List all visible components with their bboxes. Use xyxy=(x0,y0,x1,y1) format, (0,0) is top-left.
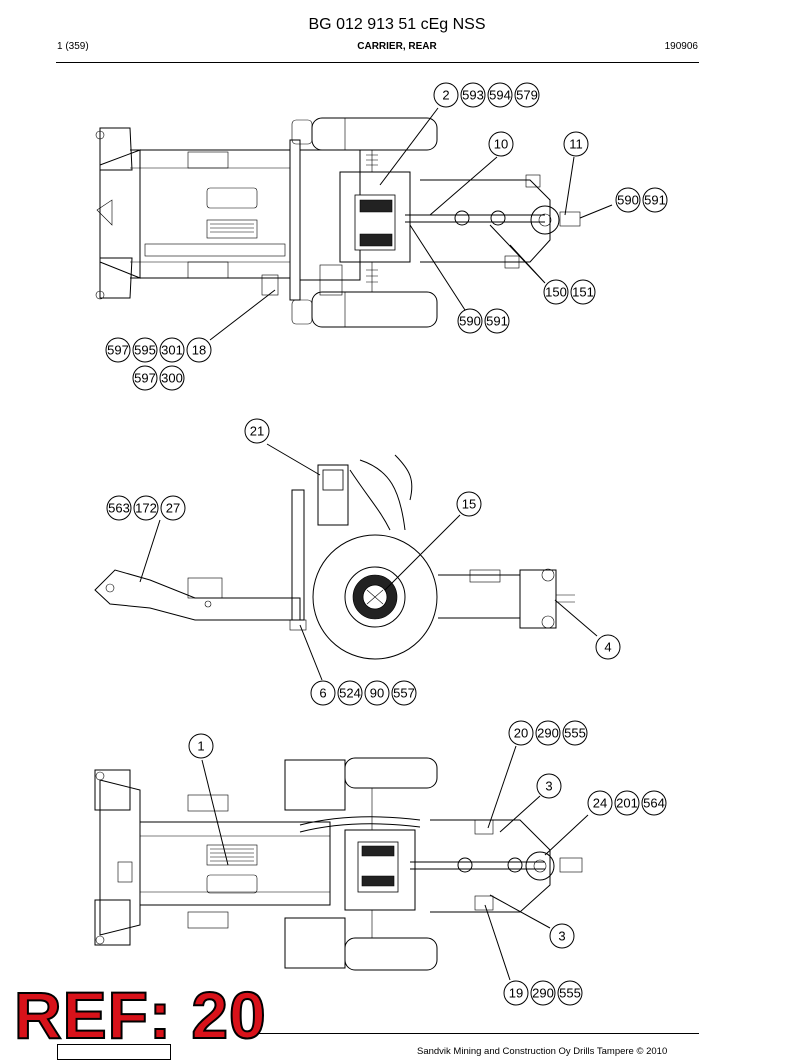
callout-bubble[interactable]: 21 xyxy=(244,418,270,444)
svg-text:593: 593 xyxy=(462,88,484,103)
svg-text:151: 151 xyxy=(572,285,594,300)
callout-bubble[interactable]: 591 xyxy=(484,308,510,334)
callout-bubble[interactable]: 300 xyxy=(159,365,185,391)
svg-text:591: 591 xyxy=(644,193,666,208)
svg-text:201: 201 xyxy=(616,796,638,811)
callout-bubble[interactable]: 2 xyxy=(433,82,459,108)
svg-text:19: 19 xyxy=(509,986,523,1001)
svg-text:6: 6 xyxy=(319,686,326,701)
callout-bubble[interactable]: 597 xyxy=(132,365,158,391)
svg-text:563: 563 xyxy=(108,501,130,516)
callout-bubble[interactable]: 555 xyxy=(557,980,583,1006)
callout-bubble[interactable]: 555 xyxy=(562,720,588,746)
ref-watermark: REF: 20 xyxy=(13,978,267,1052)
callouts-top-view: 2 593 594 579 10 11 590 591 150 151 590 … xyxy=(105,82,668,391)
svg-text:290: 290 xyxy=(537,726,559,741)
callout-bubble[interactable]: 19 xyxy=(503,980,529,1006)
svg-text:555: 555 xyxy=(564,726,586,741)
callout-bubble[interactable]: 597 xyxy=(105,337,131,363)
svg-text:90: 90 xyxy=(370,686,384,701)
svg-text:591: 591 xyxy=(486,314,508,329)
svg-text:579: 579 xyxy=(516,88,538,103)
document-title: BG 012 913 51 cEg NSS xyxy=(308,16,486,33)
svg-text:301: 301 xyxy=(161,343,183,358)
callout-bubble[interactable]: 594 xyxy=(487,82,513,108)
callout-bubble[interactable]: 3 xyxy=(536,773,562,799)
svg-text:150: 150 xyxy=(545,285,567,300)
document-code: 190906 xyxy=(664,41,698,52)
callout-bubble[interactable]: 591 xyxy=(642,187,668,213)
callout-bubble[interactable]: 593 xyxy=(460,82,486,108)
callout-bubble[interactable]: 15 xyxy=(456,491,482,517)
section-title: CARRIER, REAR xyxy=(357,41,437,52)
footer-copyright: Sandvik Mining and Construction Oy Drill… xyxy=(417,1046,668,1057)
svg-text:18: 18 xyxy=(192,343,206,358)
callout-bubble[interactable]: 11 xyxy=(563,131,589,157)
callouts-side-view: 21 563 172 27 15 4 6 524 90 557 xyxy=(106,418,621,706)
callout-bubble[interactable]: 590 xyxy=(615,187,641,213)
callout-bubble[interactable]: 201 xyxy=(614,790,640,816)
callout-bubble[interactable]: 290 xyxy=(530,980,556,1006)
callout-bubble[interactable]: 18 xyxy=(186,337,212,363)
callout-bubble[interactable]: 4 xyxy=(595,634,621,660)
callouts-bottom-view: 1 20 290 555 3 24 201 564 3 19 290 555 xyxy=(188,720,667,1006)
svg-text:21: 21 xyxy=(250,424,264,439)
callout-bubble[interactable]: 590 xyxy=(457,308,483,334)
callout-bubble[interactable]: 6 xyxy=(310,680,336,706)
svg-text:597: 597 xyxy=(134,371,156,386)
svg-text:27: 27 xyxy=(166,501,180,516)
callout-bubble[interactable]: 563 xyxy=(106,495,132,521)
top-view-drawing xyxy=(95,117,581,328)
callout-bubble[interactable]: 151 xyxy=(570,279,596,305)
svg-text:590: 590 xyxy=(459,314,481,329)
callout-bubble[interactable]: 301 xyxy=(159,337,185,363)
svg-text:595: 595 xyxy=(134,343,156,358)
svg-text:172: 172 xyxy=(135,501,157,516)
footer-divider xyxy=(250,1033,699,1034)
svg-text:300: 300 xyxy=(161,371,183,386)
svg-text:1: 1 xyxy=(197,739,204,754)
svg-text:555: 555 xyxy=(559,986,581,1001)
callout-bubble[interactable]: 290 xyxy=(535,720,561,746)
svg-text:2: 2 xyxy=(442,88,449,103)
svg-text:290: 290 xyxy=(532,986,554,1001)
svg-text:557: 557 xyxy=(393,686,415,701)
svg-text:24: 24 xyxy=(593,796,607,811)
svg-text:590: 590 xyxy=(617,193,639,208)
svg-text:11: 11 xyxy=(569,137,583,152)
callout-bubble[interactable]: 595 xyxy=(132,337,158,363)
svg-text:3: 3 xyxy=(558,929,565,944)
callout-bubble[interactable]: 557 xyxy=(391,680,417,706)
callout-bubble[interactable]: 564 xyxy=(641,790,667,816)
side-view-drawing xyxy=(94,454,575,660)
callout-bubble[interactable]: 1 xyxy=(188,733,214,759)
svg-text:3: 3 xyxy=(545,779,552,794)
svg-text:20: 20 xyxy=(514,726,528,741)
callout-bubble[interactable]: 10 xyxy=(488,131,514,157)
svg-text:4: 4 xyxy=(604,640,611,655)
svg-text:15: 15 xyxy=(462,497,476,512)
page-number: 1 (359) xyxy=(57,41,89,52)
callout-bubble[interactable]: 90 xyxy=(364,680,390,706)
callout-bubble[interactable]: 24 xyxy=(587,790,613,816)
leader-lines xyxy=(139,107,613,981)
bottom-view-drawing xyxy=(94,757,583,971)
svg-text:564: 564 xyxy=(643,796,665,811)
callout-bubble[interactable]: 172 xyxy=(133,495,159,521)
callout-bubble[interactable]: 27 xyxy=(160,495,186,521)
callout-bubble[interactable]: 3 xyxy=(549,923,575,949)
callout-bubble[interactable]: 20 xyxy=(508,720,534,746)
svg-text:10: 10 xyxy=(494,137,508,152)
callout-bubble[interactable]: 524 xyxy=(337,680,363,706)
svg-text:597: 597 xyxy=(107,343,129,358)
callout-bubble[interactable]: 579 xyxy=(514,82,540,108)
svg-text:594: 594 xyxy=(489,88,511,103)
callout-bubble[interactable]: 150 xyxy=(543,279,569,305)
header-divider xyxy=(56,62,699,63)
svg-text:524: 524 xyxy=(339,686,361,701)
